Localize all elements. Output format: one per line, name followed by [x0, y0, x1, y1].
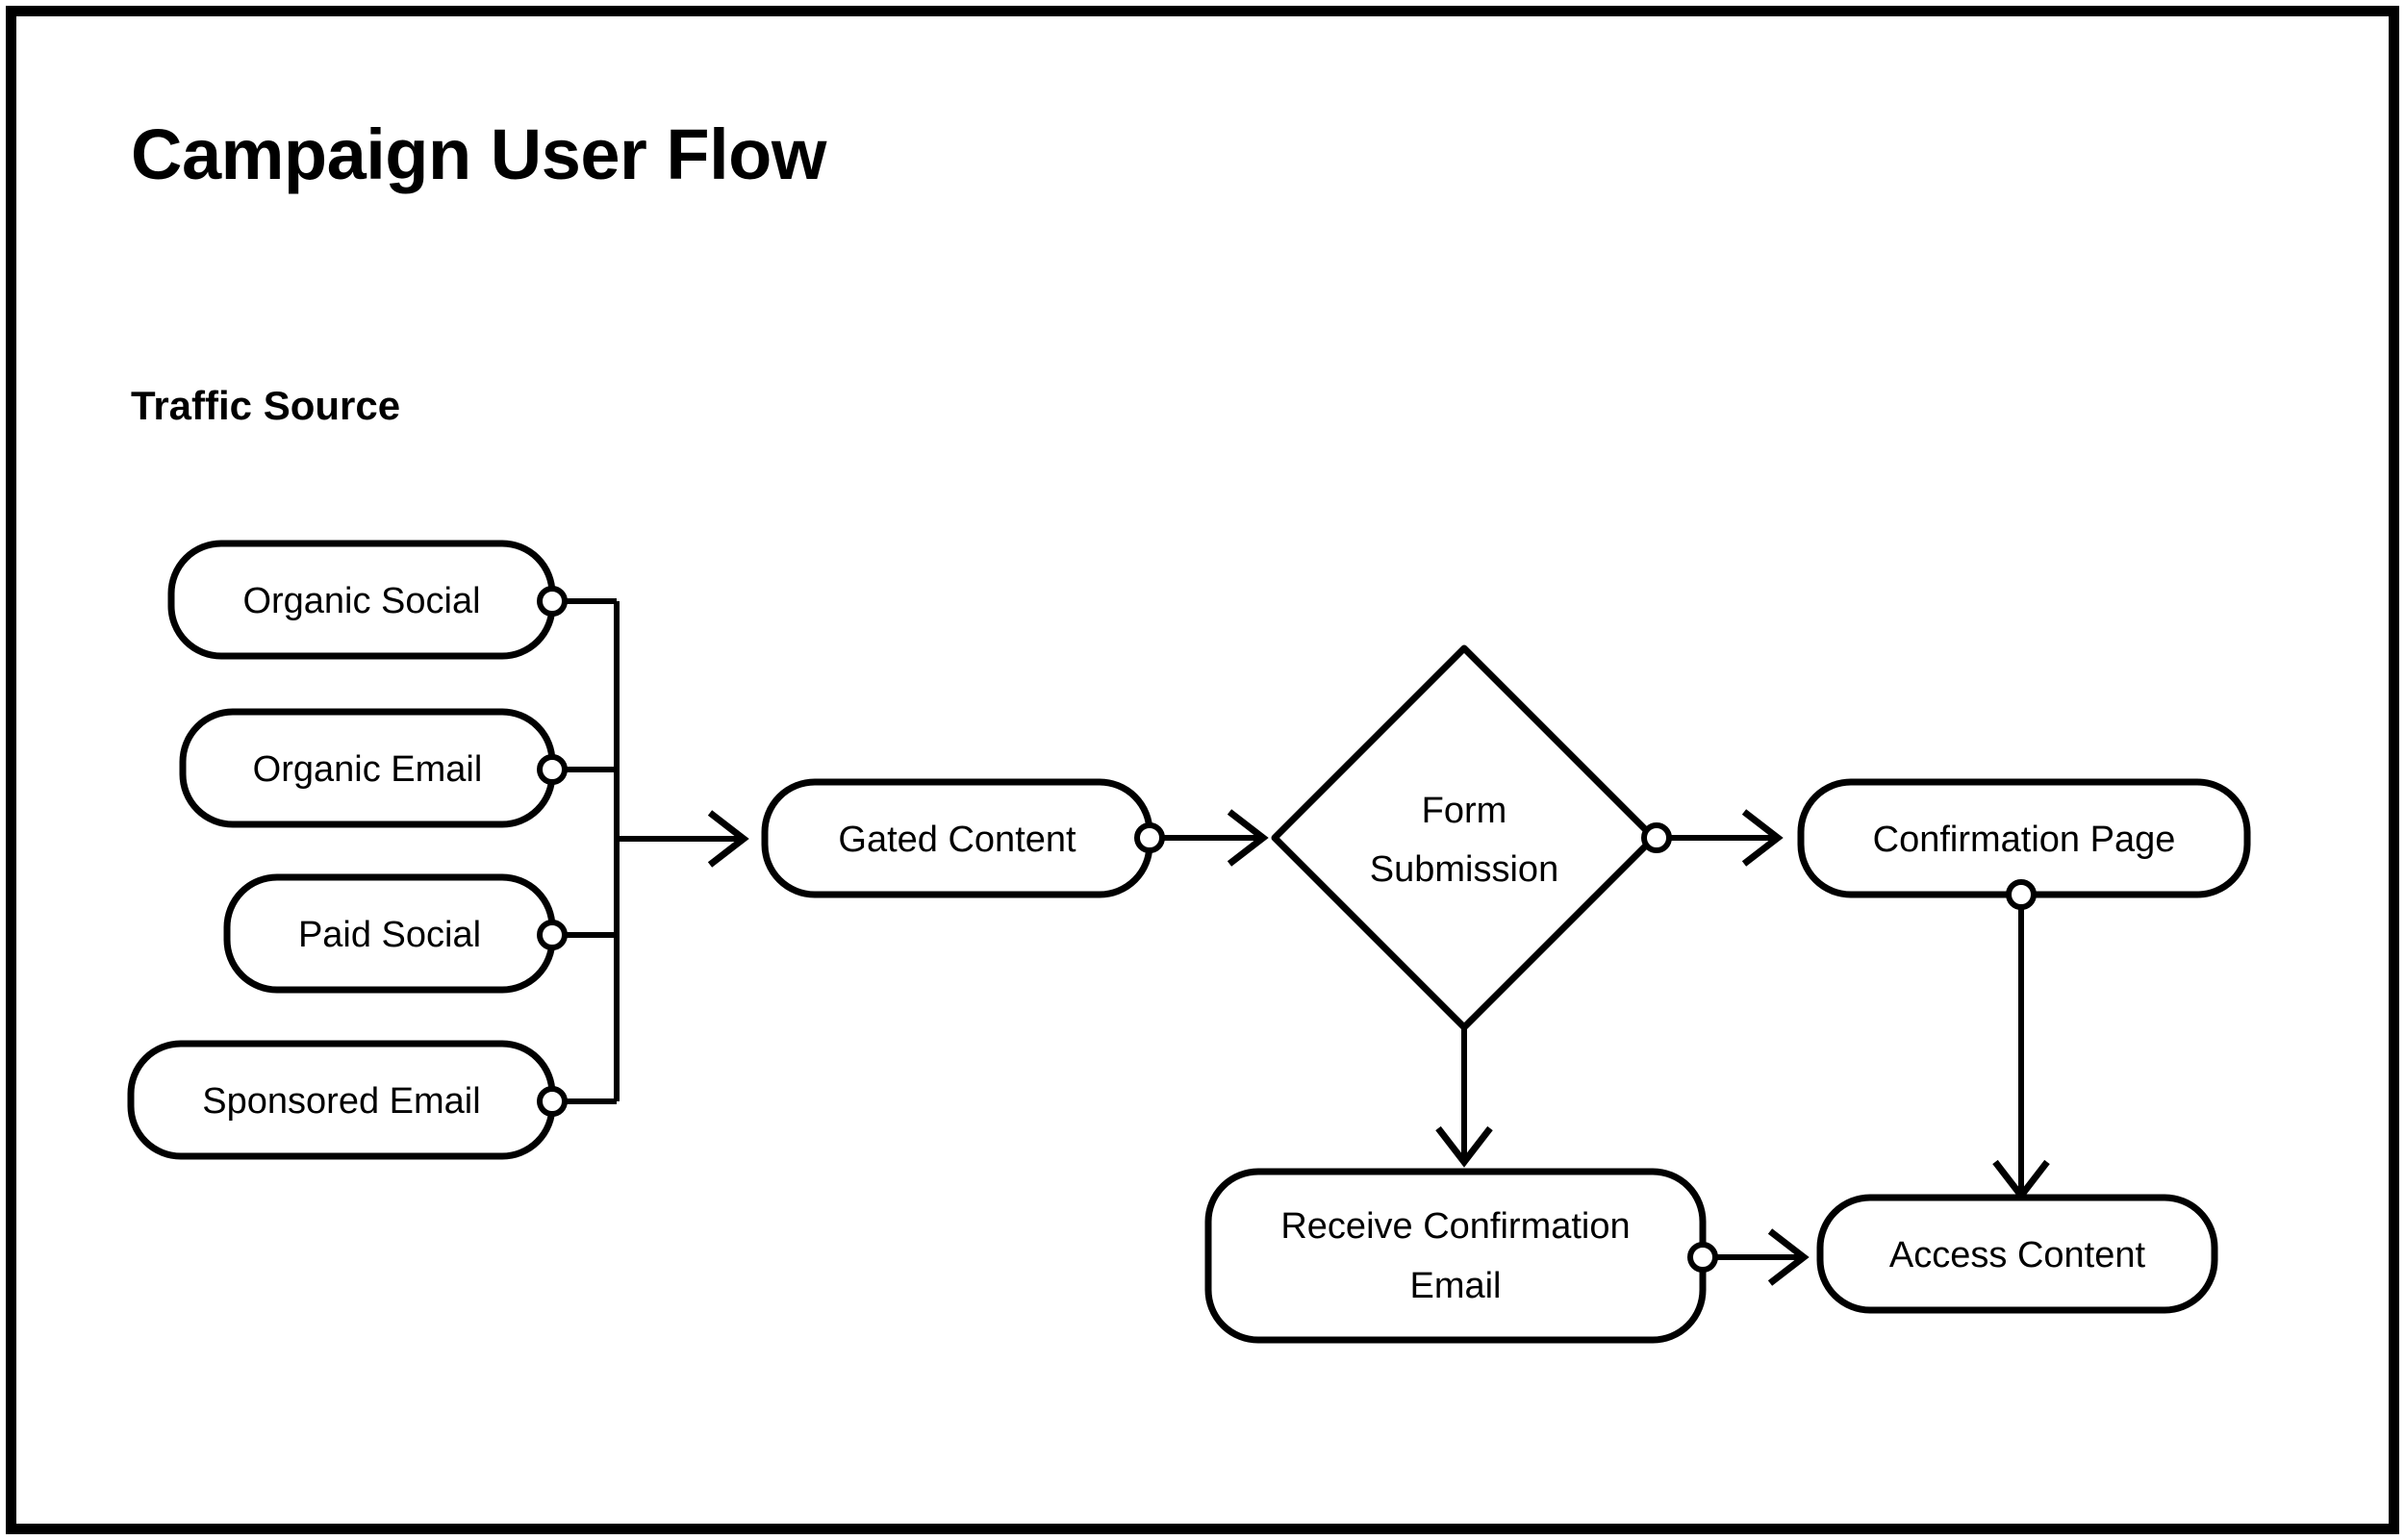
arrowhead-to-confirmation-page: [1741, 809, 1784, 867]
section-heading: Traffic Source: [131, 383, 401, 428]
node-confirmation-page-label: Confirmation Page: [1873, 820, 2176, 860]
node-receive-confirmation[interactable]: Receive Confirmation Email: [1204, 1168, 1718, 1344]
port-dot-paid-social: [537, 920, 568, 950]
port-dot-confirmation-page: [2006, 879, 2037, 910]
node-paid-social-label: Paid Social: [298, 915, 481, 955]
node-sponsored-email-label: Sponsored Email: [202, 1081, 480, 1122]
arrowhead-to-gated-content: [707, 810, 749, 868]
node-form-submission-label-line1: Form: [1422, 791, 1507, 831]
arrowhead-to-access-content-2: [1767, 1228, 1810, 1286]
node-receive-confirmation-shape[interactable]: [1204, 1168, 1707, 1344]
node-access-content-label: Access Content: [1889, 1235, 2146, 1275]
node-organic-email[interactable]: Organic Email: [179, 708, 568, 828]
port-dot-sponsored-email: [537, 1086, 568, 1117]
node-gated-content[interactable]: Gated Content: [761, 778, 1165, 898]
node-confirmation-page[interactable]: Confirmation Page: [1797, 778, 2251, 910]
arrowhead-to-receive-confirmation: [1435, 1125, 1493, 1168]
port-dot-organic-social: [537, 586, 568, 617]
node-form-submission[interactable]: Form Submission: [1271, 644, 1672, 1031]
port-dot-receive-confirmation: [1687, 1242, 1718, 1273]
port-dot-form-submission: [1641, 822, 1672, 853]
node-receive-confirmation-label-line1: Receive Confirmation: [1280, 1206, 1630, 1247]
edge-gated-content-to-form-submission: [1157, 809, 1269, 867]
edge-form-submission-to-receive-confirmation: [1435, 1005, 1493, 1168]
node-receive-confirmation-label-line2: Email: [1409, 1266, 1501, 1306]
node-paid-social[interactable]: Paid Social: [223, 873, 568, 994]
node-organic-social-label: Organic Social: [242, 581, 480, 621]
edge-confirmation-page-to-access-content: [1992, 904, 2050, 1201]
node-access-content-shape[interactable]: [1816, 1194, 2218, 1314]
port-dot-gated-content: [1134, 822, 1165, 853]
node-organic-email-label: Organic Email: [253, 749, 483, 790]
node-gated-content-label: Gated Content: [838, 820, 1076, 860]
edge-form-submission-to-confirmation-page: [1667, 809, 1784, 867]
node-form-submission-label-line2: Submission: [1370, 849, 1558, 890]
arrowhead-to-form-submission: [1227, 809, 1269, 867]
page-title: Campaign User Flow: [131, 114, 826, 194]
node-organic-social[interactable]: Organic Social: [167, 540, 568, 660]
edge-receive-confirmation-to-access-content: [1710, 1228, 1810, 1286]
node-form-submission-shape[interactable]: [1271, 644, 1658, 1031]
port-dot-organic-email: [537, 754, 568, 785]
edge-traffic-sources-merge: [556, 598, 749, 1104]
node-access-content[interactable]: Access Content: [1816, 1194, 2218, 1314]
node-sponsored-email[interactable]: Sponsored Email: [127, 1040, 568, 1160]
